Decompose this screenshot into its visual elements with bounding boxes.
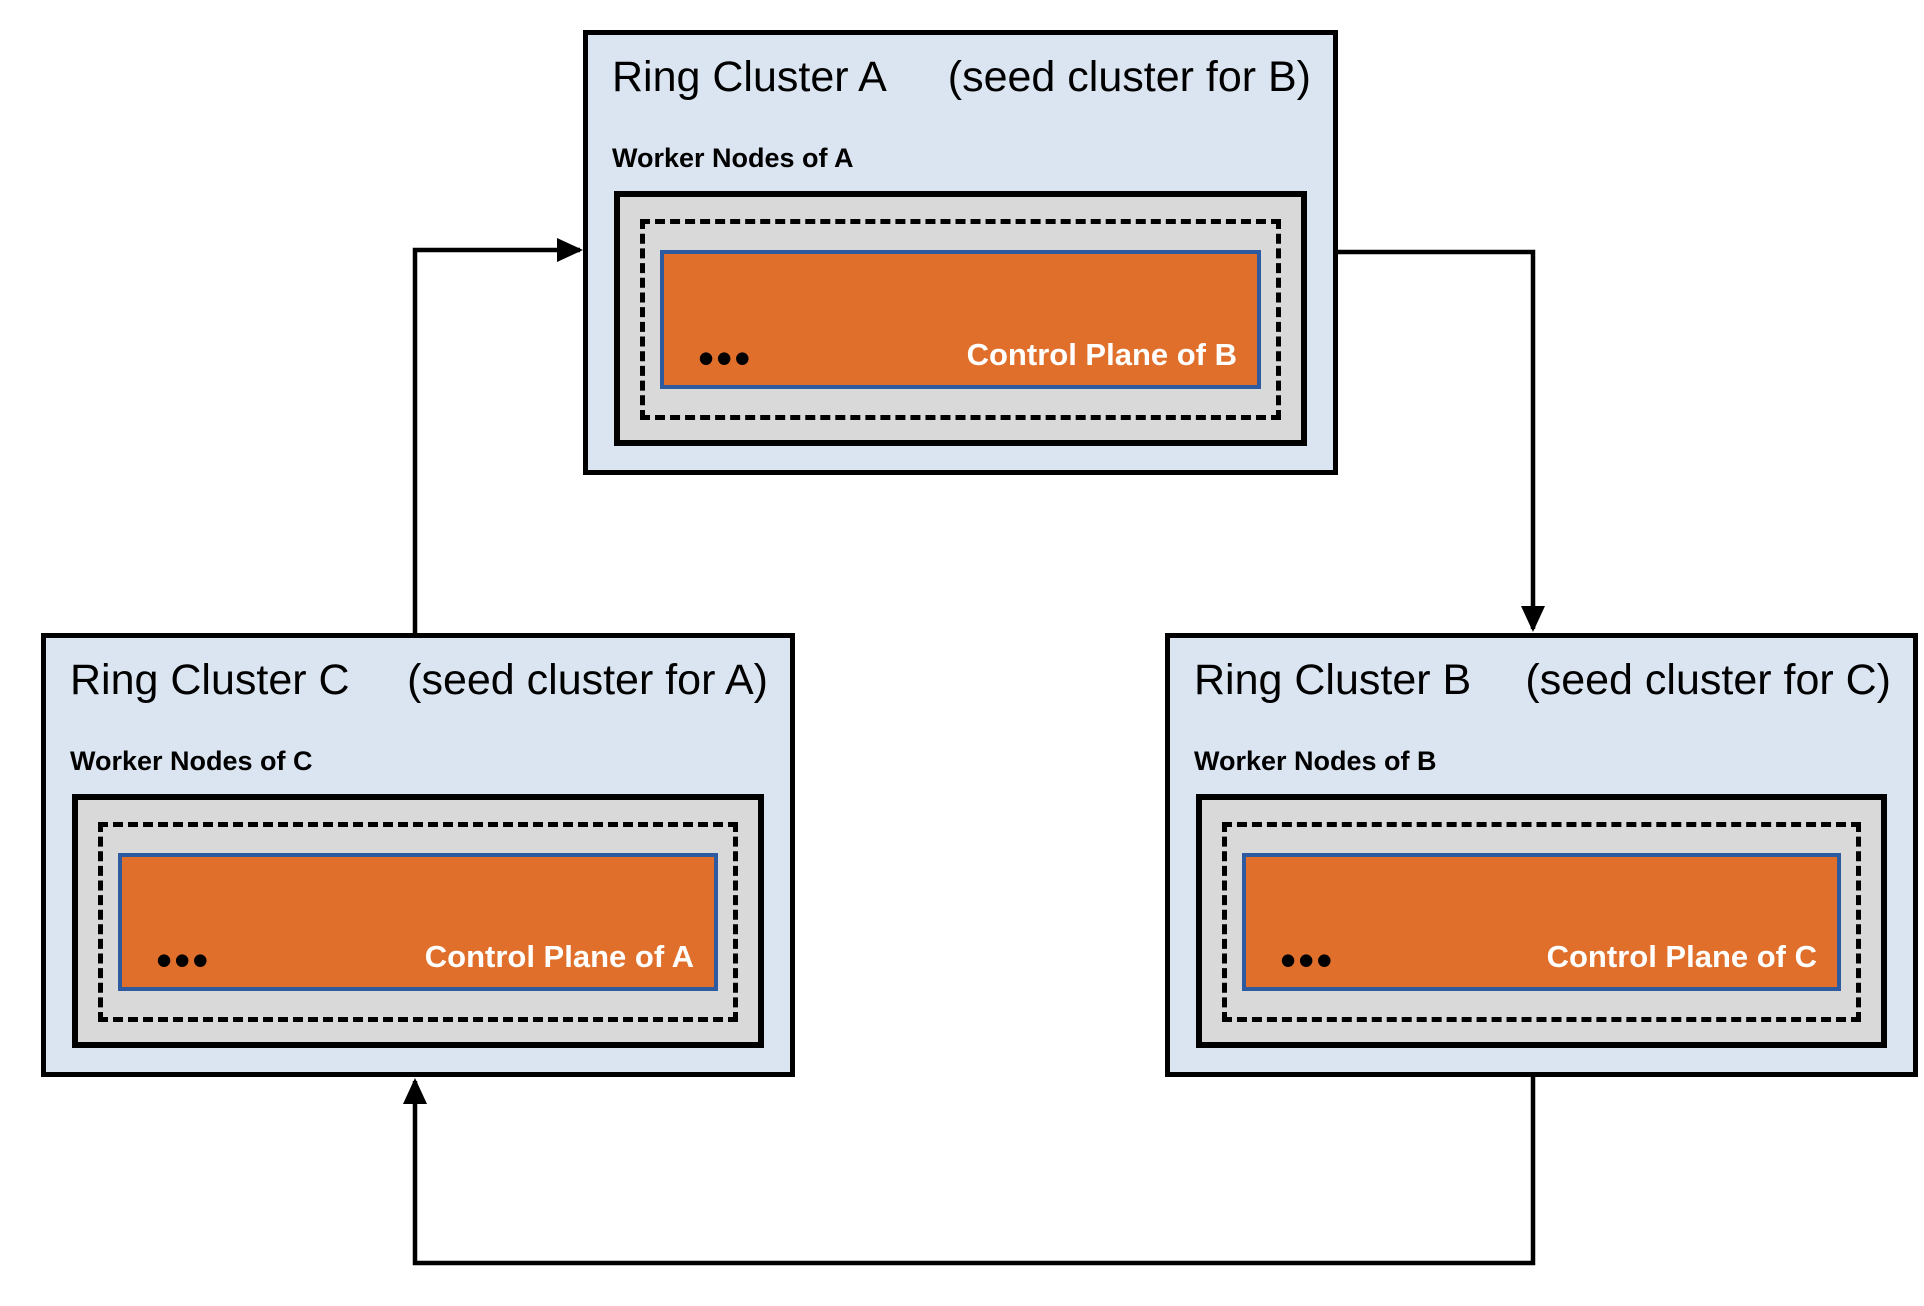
cluster-c-name: Ring Cluster C bbox=[70, 656, 350, 704]
cluster-c-worker-node-box: ••• Control Plane of A bbox=[72, 794, 764, 1048]
cluster-b-seed-note: (seed cluster for C) bbox=[1525, 656, 1891, 704]
cluster-a-dashed-boundary: ••• Control Plane of B bbox=[640, 219, 1281, 420]
cluster-b-title-row: Ring Cluster B (seed cluster for C) bbox=[1194, 656, 1891, 705]
arrow-c-to-a bbox=[412, 238, 583, 635]
cluster-b-control-plane-label: Control Plane of C bbox=[1546, 939, 1817, 974]
cluster-b-name: Ring Cluster B bbox=[1194, 656, 1472, 704]
cluster-c-dashed-boundary: ••• Control Plane of A bbox=[98, 822, 738, 1022]
cluster-a-control-plane-label: Control Plane of B bbox=[966, 337, 1237, 372]
ellipsis-dots: ••• bbox=[1280, 934, 1335, 986]
cluster-c-hosted-control-plane: ••• Control Plane of A bbox=[118, 853, 718, 991]
cluster-b-dashed-boundary: ••• Control Plane of C bbox=[1222, 822, 1861, 1022]
cluster-c-worker-nodes-label: Worker Nodes of C bbox=[70, 746, 313, 776]
cluster-b-worker-node-box: ••• Control Plane of C bbox=[1196, 794, 1887, 1048]
cluster-a-hosted-control-plane: ••• Control Plane of B bbox=[660, 250, 1261, 389]
cluster-c-title-row: Ring Cluster C (seed cluster for A) bbox=[70, 656, 768, 705]
ellipsis-dots: ••• bbox=[156, 934, 211, 986]
ring-cluster-a: Ring Cluster A (seed cluster for B) Work… bbox=[583, 30, 1338, 475]
arrow-a-to-b bbox=[1336, 249, 1545, 632]
arrow-b-to-c bbox=[403, 1075, 1536, 1266]
cluster-c-seed-note: (seed cluster for A) bbox=[407, 656, 768, 704]
cluster-a-name: Ring Cluster A bbox=[612, 53, 887, 101]
cluster-b-worker-nodes-label: Worker Nodes of B bbox=[1194, 746, 1437, 776]
cluster-a-title-row: Ring Cluster A (seed cluster for B) bbox=[612, 53, 1311, 102]
cluster-c-control-plane-label: Control Plane of A bbox=[424, 939, 694, 974]
ellipsis-dots: ••• bbox=[698, 332, 753, 384]
ring-cluster-c: Ring Cluster C (seed cluster for A) Work… bbox=[41, 633, 795, 1077]
cluster-a-worker-nodes-label: Worker Nodes of A bbox=[612, 143, 854, 173]
cluster-b-hosted-control-plane: ••• Control Plane of C bbox=[1242, 853, 1841, 991]
cluster-a-worker-node-box: ••• Control Plane of B bbox=[614, 191, 1307, 446]
cluster-a-seed-note: (seed cluster for B) bbox=[947, 53, 1311, 101]
ring-cluster-b: Ring Cluster B (seed cluster for C) Work… bbox=[1165, 633, 1918, 1077]
